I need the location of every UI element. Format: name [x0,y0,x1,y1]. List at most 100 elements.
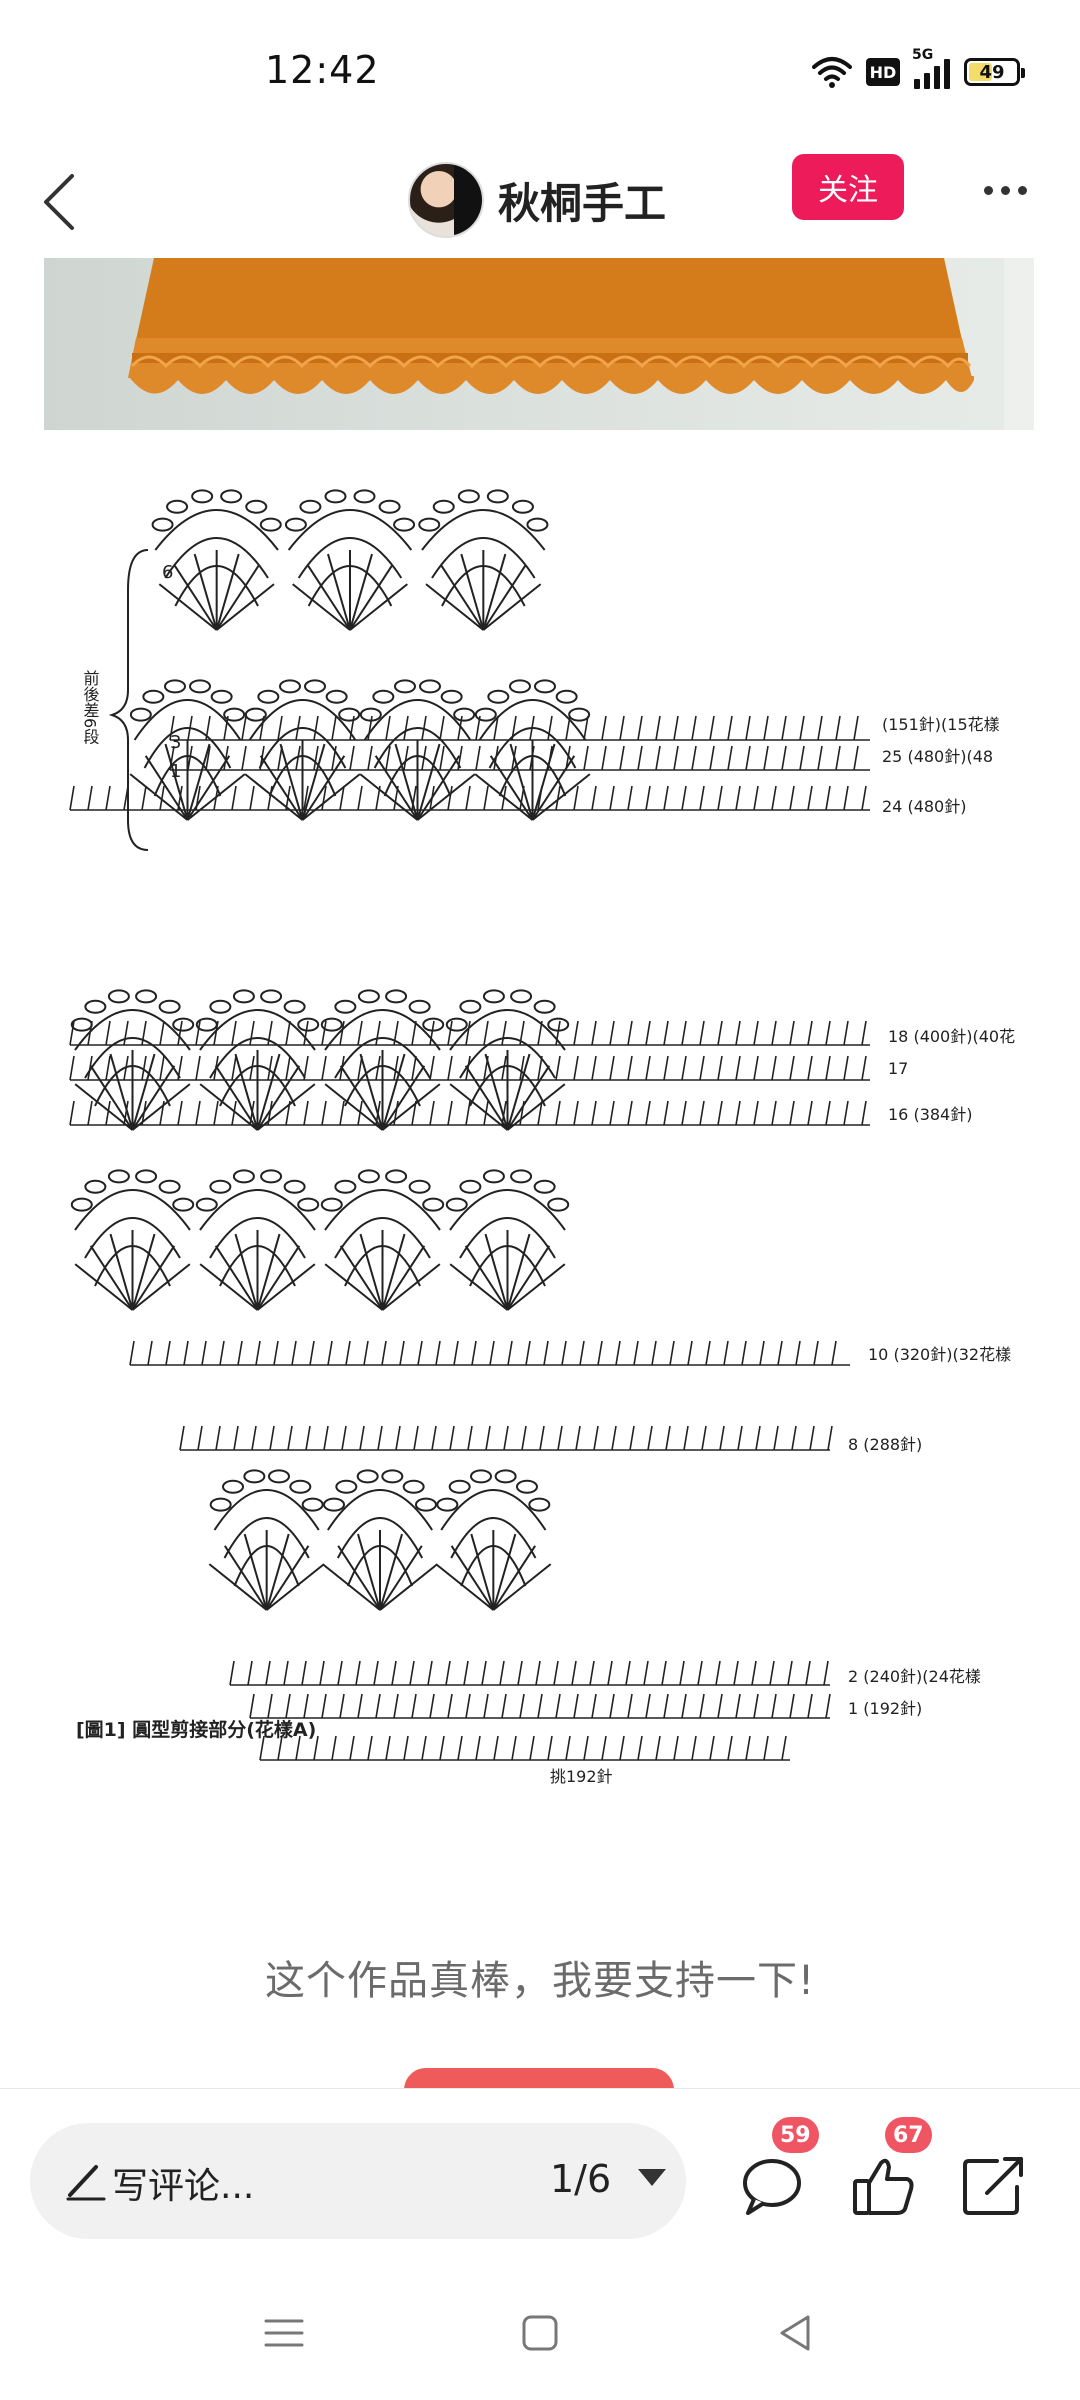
chart-stitch [512,1736,516,1760]
avatar[interactable] [408,162,484,238]
chart-stitch [638,716,642,740]
share-button[interactable] [955,2147,1035,2227]
chart-stitch [494,1736,498,1760]
chart-stitch [682,1056,686,1080]
chart-stitch [234,1426,238,1450]
chart-stitch [423,1199,443,1211]
chart-stitch [728,716,732,740]
chart-stitch [286,519,306,531]
chart-stitch [826,786,830,810]
back-button[interactable] [20,162,100,242]
chart-stitch [268,786,272,810]
chart-stitch [91,1066,133,1130]
chart-stitch [305,680,325,692]
chart-stitch [584,746,588,770]
chart-stitch [454,709,474,721]
chart-stitch [358,1694,362,1718]
comment-placeholder: 写评论... [112,2157,254,2209]
chart-stitch [493,1564,550,1610]
nav-home-button[interactable] [500,2298,580,2368]
chart-stitch [286,1021,290,1045]
chart-stitch [746,1736,750,1760]
chart-stitch [536,1661,540,1685]
chart-stitch [646,1101,650,1125]
chart-stitch [75,1010,190,1050]
chart-stitch [824,1661,828,1685]
chart-stitch [572,1661,576,1685]
chart-stitch [217,584,274,630]
chart-stitch [192,490,212,502]
chart-stitch [796,1341,800,1365]
row-label-1: 1 [170,761,181,782]
chart-stitch [674,746,678,770]
chart-stitch [854,746,858,770]
chart-stitch [258,1246,300,1310]
chart-stitch [513,501,533,513]
chart-stitch [466,1694,470,1718]
nav-menu-button[interactable] [244,2298,324,2368]
chart-stitch [286,1056,290,1080]
follow-button[interactable]: 关注 [792,154,904,220]
chart-stitch [306,1426,310,1450]
chart-stitch [484,786,488,810]
chart-stitch [548,1736,552,1760]
chart-stitch [598,1341,602,1365]
chart-stitch [322,1101,326,1125]
system-nav-bar [0,2268,1080,2400]
chart-stitch [426,584,483,630]
chart-stitch [209,1564,266,1610]
chart-stitch [376,1694,380,1718]
chart-stitch [386,716,390,740]
dropdown-caret-icon[interactable] [638,2169,666,2186]
chart-stitch [268,1056,272,1080]
author-name[interactable]: 秋桐手工 [498,170,666,231]
crochet-chart-image[interactable]: 6 3 1 前後差6段 (151針)(15花樣 25 (480針)(48 24 … [30,440,1040,1810]
more-dot [1018,186,1027,195]
chart-stitch [232,786,236,810]
chart-stitch [382,1470,402,1482]
chart-stitch [72,1199,92,1211]
chart-stitch [320,1661,324,1685]
chart-stitch [710,1736,714,1760]
comment-input[interactable]: 写评论... 1/6 [30,2123,686,2239]
chart-stitch [688,1341,692,1365]
chart-stitch [340,1694,344,1718]
chart-stitch [826,1056,830,1080]
chart-stitch [322,1199,342,1211]
more-button[interactable] [970,160,1040,220]
chart-stitch [368,1736,372,1760]
chart-stitch [764,746,768,770]
chart-stitch [416,1499,436,1511]
page-indicator[interactable]: 1/6 [550,2157,611,2201]
chart-stitch [638,746,642,770]
chart-stitch [718,1021,722,1045]
chart-stitch [414,1426,418,1450]
chart-stitch [88,786,92,810]
diagram-caption: [圖1] 圓型剪接部分(花樣A) [76,1718,316,1741]
chart-stitch [752,1661,756,1685]
chart-stitch [285,1001,305,1013]
comment-button[interactable]: 59 [732,2147,812,2227]
like-button[interactable]: 67 [845,2147,925,2227]
nav-back-button[interactable] [756,2298,836,2368]
chart-stitch [234,1170,254,1182]
chart-stitch [160,1181,180,1193]
chart-stitch [826,1101,830,1125]
chart-stitch [556,1101,560,1125]
garment-photo[interactable] [44,258,1034,430]
chart-stitch [448,1056,452,1080]
chart-stitch [590,1661,594,1685]
chart-stitch [70,1056,74,1080]
chart-stitch [197,1199,217,1211]
chart-stitch [395,680,415,692]
battery-icon: 49 [964,58,1020,86]
chart-stitch [232,1021,236,1045]
author-info[interactable]: 秋桐手工 [408,150,666,250]
chart-stitch [488,691,508,703]
chart-stitch [250,700,356,740]
chart-stitch [173,1199,193,1211]
chart-stitch [341,1246,383,1310]
chart-stitch [360,1426,364,1450]
chart-stitch [216,1246,258,1310]
chart-stitch [533,774,590,820]
